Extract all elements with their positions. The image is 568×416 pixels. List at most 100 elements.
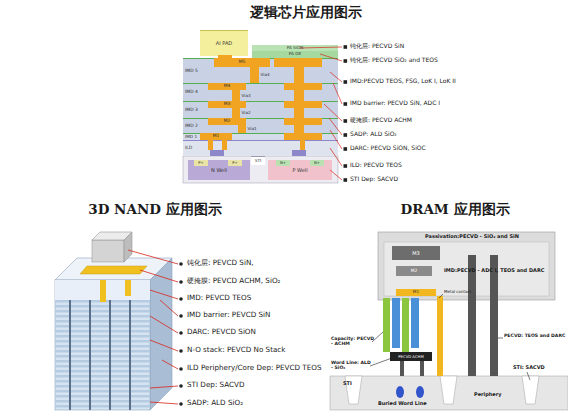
leader-line <box>160 300 178 316</box>
callout-text: DARC: PEVCD SiON <box>187 328 347 336</box>
nand-pad-top <box>92 232 132 240</box>
bullet-square <box>344 147 348 151</box>
shape-label: Via2 <box>242 111 251 115</box>
leader-line <box>140 270 178 282</box>
pad-via <box>218 55 232 59</box>
bullet-square <box>344 59 348 63</box>
via: Via1 <box>238 125 246 133</box>
layer-note: Word Line: ALD - SiO₂ <box>331 360 373 371</box>
metal-line: M5 <box>214 58 270 67</box>
imd-band: IMD 3 <box>183 101 338 118</box>
leader-line <box>330 148 342 166</box>
passivation-band: PA OX <box>252 51 338 58</box>
nand-stack-layer <box>55 320 150 323</box>
bond-pad: Al PAD <box>200 30 248 56</box>
callout-text: STI Dep: SACVD <box>187 381 347 389</box>
periphery-contact <box>490 255 498 376</box>
nand-stack-layer <box>55 300 150 303</box>
shape-label: M3 <box>224 102 231 107</box>
imd-band: IMD 2 <box>183 118 338 133</box>
gate <box>210 150 224 156</box>
part-name: Periphery <box>474 392 524 398</box>
callout-text: STI Dep: SACVD <box>350 176 560 183</box>
nand-stack-layer <box>55 385 150 388</box>
callout-text: SADP: ALD SiO₂ <box>187 399 347 407</box>
shape-label: PECVD ACHM <box>398 355 423 359</box>
nand-stack-layer <box>55 365 150 368</box>
capacitor <box>383 298 390 352</box>
leader-line <box>300 47 342 48</box>
shape-label: M5 <box>239 60 246 65</box>
nand-stack-layer <box>55 305 150 308</box>
metal-line: M4 <box>208 83 246 90</box>
leader-line <box>150 316 178 333</box>
layer-note: PECVD: TEOS and DARC <box>504 333 566 338</box>
hard-mask-bar: PECVD ACHM <box>390 352 432 361</box>
nand-channel <box>89 300 91 410</box>
layer-note: IMD:PECVD - ADC Ⅰ, TEOS and DARC <box>444 268 556 274</box>
substrate <box>183 156 338 183</box>
leader-line <box>162 360 178 369</box>
bullet-dot <box>179 331 183 335</box>
capacitor-core <box>392 298 400 348</box>
leader-line <box>150 290 178 299</box>
nand-metal-line <box>80 266 147 274</box>
metal-line: M2 <box>208 118 246 125</box>
metal-line <box>274 58 322 67</box>
shape-label: IMD 5 <box>185 69 198 74</box>
leader-line <box>333 83 342 104</box>
shape-label: M2 <box>411 269 418 274</box>
bullet-square <box>344 102 348 106</box>
nand-stack-layer <box>55 315 150 318</box>
nand-stack-layer <box>55 325 150 328</box>
shape-label: Al PAD <box>216 41 232 46</box>
shape-label: IMD 1 <box>185 135 197 139</box>
nand-imd-layer <box>55 280 150 300</box>
capacitor-core <box>411 298 419 348</box>
diffusion-region: P+ <box>228 160 242 166</box>
layer-note: Passivation:PECVD - SiO₂ and SiN <box>425 234 553 240</box>
sti-trench <box>440 376 457 404</box>
n-well: N WellP+P+ <box>188 160 250 180</box>
nand-channel <box>109 300 111 410</box>
storage-contact <box>420 361 424 376</box>
nand-stack-stripes <box>55 300 150 408</box>
shape-label: PA OX <box>289 52 301 56</box>
ild-band: ILD <box>183 140 338 156</box>
leader-line <box>330 170 342 180</box>
contact <box>222 140 227 150</box>
nand-stack-layer <box>55 400 150 403</box>
leader-line <box>128 250 178 264</box>
bullet-square <box>344 80 348 84</box>
callout-text: ILD Periphery/Core Dep: PEVCD TEOS <box>187 364 347 372</box>
nand-pad-side <box>124 232 132 262</box>
shape-label: N+ <box>280 161 286 165</box>
callout-text: ILD: PECVD TEOS <box>350 162 560 169</box>
callout-text: IMD: PEVCD TEOS <box>187 294 347 302</box>
bullet-dot <box>179 349 183 353</box>
nand-stack-layer <box>55 330 150 333</box>
shape-label: ILD <box>185 146 192 151</box>
metal-line: M1 <box>200 133 232 140</box>
nand-stack-layer <box>55 390 150 393</box>
sti-region: STI <box>251 156 265 165</box>
bullet-dot <box>179 297 183 301</box>
buried-word-line <box>416 386 424 398</box>
bullet-dot <box>179 262 183 266</box>
callout-text: IMD barrier: PEVCD SiN <box>187 311 347 319</box>
callout-text: DARC: PECVD SiON, SiOC <box>350 145 560 152</box>
bullet-dot <box>179 367 183 371</box>
nand-stack-layer <box>55 405 150 408</box>
shape-label: Via3 <box>242 93 251 97</box>
via: Via3 <box>232 90 240 101</box>
capacitor <box>402 298 409 352</box>
panel-heading: 3D NAND 应用图示 <box>55 202 255 218</box>
via <box>294 108 304 118</box>
shape-label: M4 <box>224 84 231 89</box>
callout-text: 钝化层: PECVD SiO₂ and TEOS <box>350 57 560 64</box>
callout-text: N-O stack: PEVCD No Stack <box>187 346 347 354</box>
nand-stack-layer <box>55 395 150 398</box>
metal-contact <box>437 296 443 376</box>
shape-label: STI <box>255 159 261 163</box>
nand-channel <box>69 300 71 410</box>
